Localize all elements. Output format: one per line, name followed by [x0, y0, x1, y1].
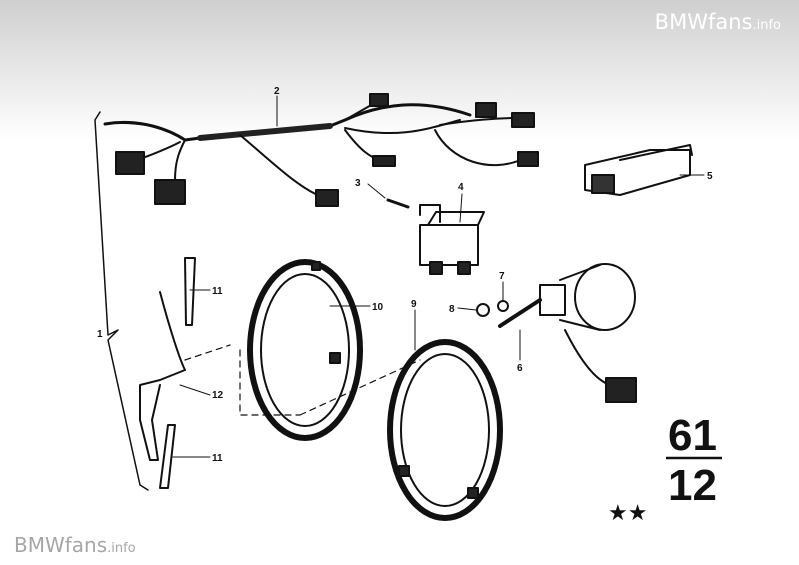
watermark-brand: BMWfans: [14, 533, 108, 557]
bracket-1: [94, 111, 149, 491]
adjusting-motor-6: [498, 263, 637, 403]
callouts: 2 3 4 5 7 8 9 10 11 1 6 12 11: [97, 86, 713, 464]
strip-11-upper: [184, 257, 196, 326]
callout-10: 10: [372, 302, 384, 313]
lever-12: [139, 291, 186, 461]
callout-9: 9: [411, 299, 417, 310]
connector-plug: [369, 93, 389, 107]
watermark-domain: .info: [107, 541, 136, 556]
washer-8: [476, 303, 490, 317]
headlight-ring-9: [387, 339, 503, 521]
assembly-dashed-line: [184, 344, 421, 416]
nut-7: [497, 300, 509, 312]
watermark-domain: .info: [752, 18, 781, 33]
connector-plug: [154, 179, 186, 205]
connector-plug: [605, 377, 637, 403]
relay-4: [419, 204, 485, 275]
callout-11-upper: 11: [212, 286, 223, 297]
connector-plug: [511, 112, 535, 128]
callout-5: 5: [707, 171, 713, 182]
connector-plug: [475, 102, 497, 118]
connector-plug: [517, 151, 539, 167]
callout-6: 6: [517, 363, 523, 374]
leader-lines: [172, 95, 705, 458]
connector-plug: [315, 189, 339, 207]
group-number-sub: 12: [668, 461, 717, 510]
control-unit-5: [584, 144, 693, 196]
callout-7: 7: [499, 271, 505, 282]
callout-2: 2: [274, 86, 280, 97]
star-marker: ★★: [608, 501, 647, 526]
screw-3: [386, 198, 410, 209]
strip-11-lower: [159, 424, 176, 489]
callout-8: 8: [449, 304, 455, 315]
watermark-top: BMWfans.info: [655, 10, 781, 34]
connector-plug: [372, 155, 396, 167]
callout-1: 1: [97, 329, 103, 340]
callout-11-lower: 11: [212, 453, 223, 464]
connector-plug: [115, 151, 145, 175]
watermark-brand: BMWfans: [654, 10, 753, 34]
callout-4: 4: [458, 182, 464, 193]
headlight-ring-10: [247, 259, 363, 441]
group-number-main: 61: [668, 411, 717, 460]
watermark-bottom: BMWfans.info: [14, 533, 136, 557]
header-gradient: [0, 0, 799, 140]
wiring-harness: [103, 93, 539, 207]
callout-12: 12: [212, 390, 224, 401]
callout-3: 3: [355, 178, 361, 189]
